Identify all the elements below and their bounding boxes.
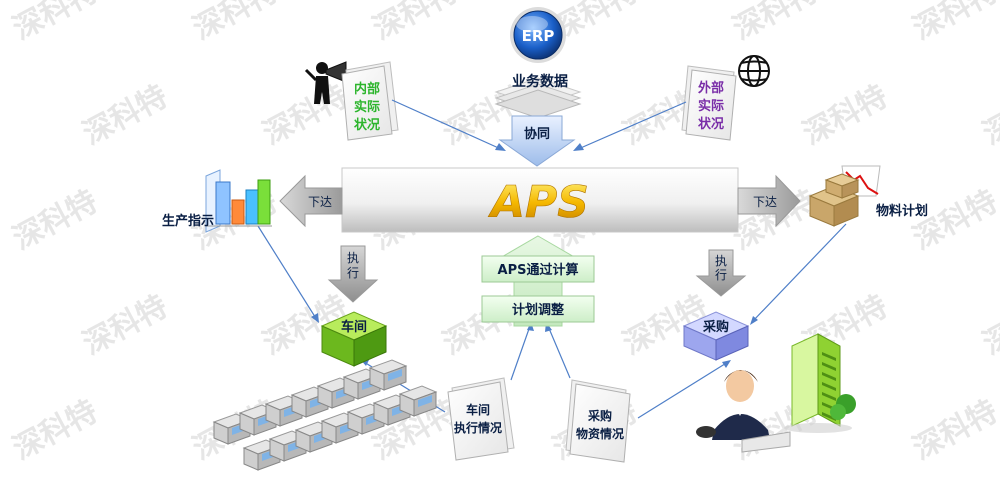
watermark-text: 深科特 [7,0,103,47]
building-window [822,392,836,401]
dispatch-right-label: 下达 [753,195,777,209]
megaphone-person-icon [304,61,347,104]
dispatch-left-arrow: 下达 [279,174,343,228]
building-icon [784,333,856,433]
erp-badge-text: ERP [522,27,555,45]
workshop-doc-line-1: 车间 [466,402,490,417]
watermark-text: 深科特 [77,79,173,152]
building-window [822,352,836,361]
production-label: 生产指示 [162,213,214,229]
execute-right-line-2: 行 [715,268,727,282]
watermark-text: 深科特 [7,184,103,257]
machine-part [418,395,432,407]
erp-badge: ERP [510,7,566,63]
adjust-box: 计划调整 [481,295,595,323]
purchase-doc-line-1: 采购 [587,408,612,423]
material-boxes-icon [808,165,881,227]
machine-part [388,369,402,381]
erp-label: 业务数据 [512,73,568,90]
watermark-text: 深科特 [77,289,173,362]
watermark-text: 深科特 [977,79,1000,152]
purchase-box-label: 采购 [702,319,729,335]
connector-arrowheads [311,143,758,368]
execute-right-line-1: 执 [715,254,727,268]
purchase-doc-line-2: 物资情况 [576,426,624,441]
external-doc-line-2: 实际 [698,98,724,114]
aps-title: APS [488,177,589,228]
production-chart-icon [205,169,272,233]
watermark-text: 深科特 [907,394,1000,467]
purchase-box: 采购 [682,311,750,361]
external-doc-line-1: 外部 [697,80,724,96]
production-line-icon [212,359,438,471]
workshop-status-doc: 车间 执行情况 [447,377,515,461]
material-label: 物料计划 [876,203,928,219]
internal-doc-line-2: 实际 [354,99,380,115]
dispatch-left-label: 下达 [308,195,332,209]
collab-label: 协同 [524,126,550,142]
watermark-text: 深科特 [257,79,353,152]
adjust-box-label: 计划调整 [512,302,565,318]
calc-box: APS通过计算 [481,255,595,283]
watermark-text: 深科特 [907,0,1000,47]
building-window [822,382,836,391]
internal-status-doc: 内部 实际 状况 [341,61,399,141]
execute-left-line-1: 执 [347,251,359,265]
collab-arrow: 协同 [498,115,576,167]
external-doc-line-3: 状况 [698,116,724,132]
watermark-text: 深科特 [797,79,893,152]
building-window [822,412,836,421]
watermark-text: 深科特 [187,0,283,47]
purchase-status-doc: 采购 物资情况 [565,379,631,463]
workshop-box-label: 车间 [341,319,367,335]
watermark-text: 深科特 [367,0,463,47]
globe-icon [738,55,770,87]
watermark-text: 深科特 [907,184,1000,257]
execute-left-line-2: 行 [347,266,359,280]
erp-stack-icon [494,77,582,119]
watermark-text: 深科特 [7,394,103,467]
workshop-doc-line-2: 执行情况 [454,420,502,435]
execute-left-arrow: 执 行 [327,245,379,303]
execute-right-arrow: 执 行 [695,249,747,297]
building-window [822,362,836,371]
watermark-text: 深科特 [727,0,823,47]
office-worker-icon [696,370,791,453]
workshop-box: 车间 [320,311,388,367]
external-status-doc: 外部 实际 状况 [681,65,737,141]
building-window [822,372,836,381]
internal-doc-line-3: 状况 [354,117,380,133]
watermark-text: 深科特 [977,289,1000,362]
dispatch-right-arrow: 下达 [737,174,801,228]
aps-core-bar: APS [341,167,739,233]
calc-box-label: APS通过计算 [498,262,579,278]
internal-doc-line-1: 内部 [354,81,380,97]
